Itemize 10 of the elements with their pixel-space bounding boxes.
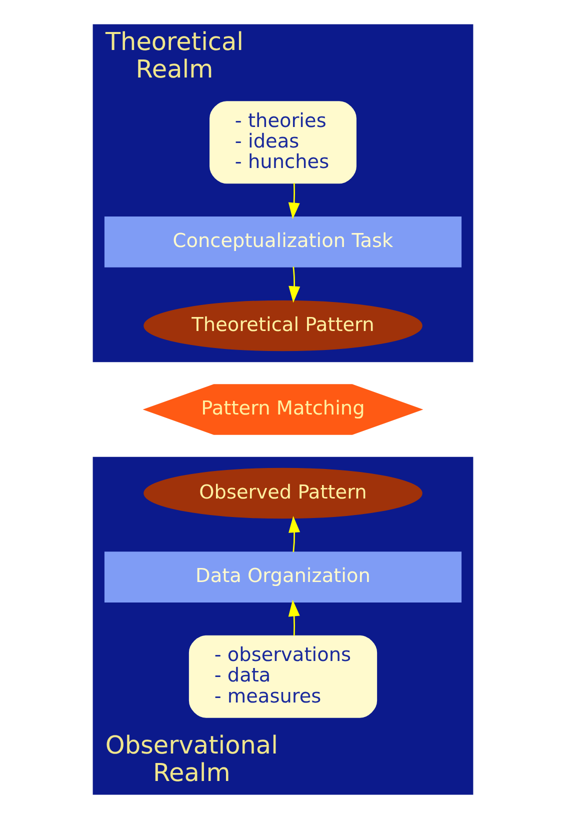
node-ellipse: Observed Pattern: [144, 468, 422, 519]
arrow: [288, 600, 300, 636]
node-box: - theories - ideas - hunches: [210, 101, 356, 184]
arrow: [288, 183, 300, 220]
node-box: Conceptualization Task: [104, 216, 462, 268]
node-box: Data Organization: [104, 552, 462, 602]
arrow: [288, 516, 300, 552]
node-ellipse: Theoretical Pattern: [144, 300, 422, 352]
node-box: - observations - data - measures: [188, 635, 378, 718]
arrow: [288, 266, 300, 303]
